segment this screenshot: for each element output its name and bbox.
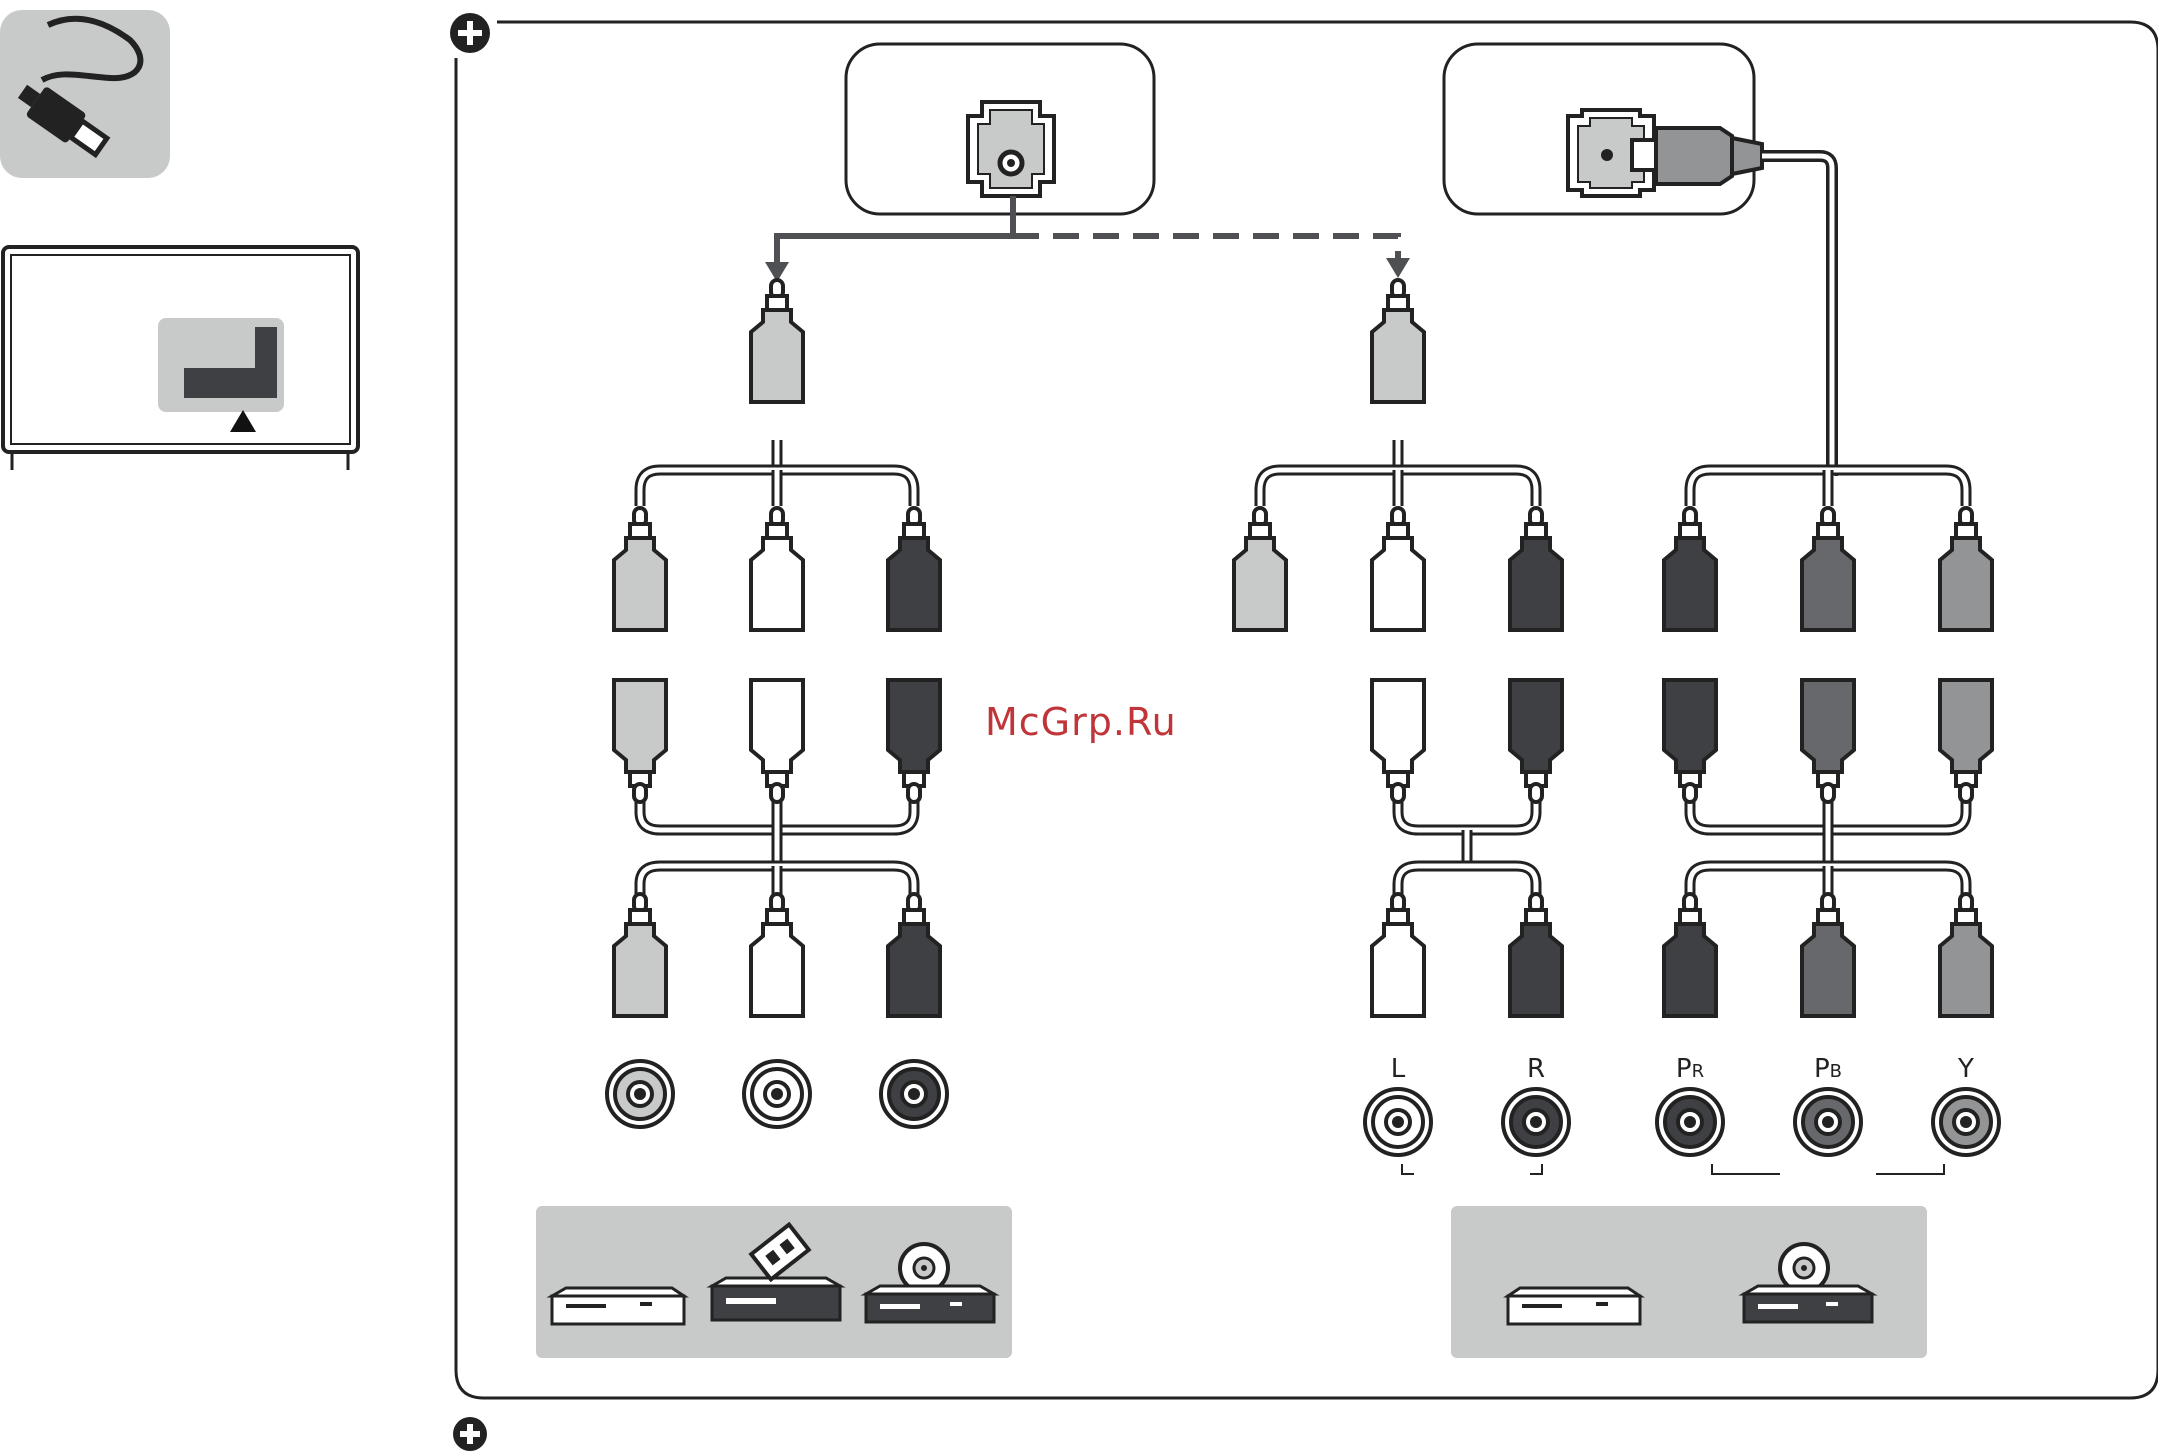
lr-plug-row2 (1510, 508, 1562, 630)
component-jack (1657, 1089, 1723, 1155)
rca-jacks (607, 1061, 1999, 1155)
jack-label-sub: B (1830, 1061, 1842, 1082)
av-jack (607, 1061, 673, 1127)
tv-icon (3, 247, 358, 470)
av-plug-row4 (888, 894, 940, 1016)
av-plug-row4 (751, 894, 803, 1016)
lr-plug-row3 (1510, 680, 1562, 802)
lr-plug-row4 (1372, 894, 1424, 1016)
av-jack (744, 1061, 810, 1127)
component-plug-row2 (1664, 508, 1716, 630)
jack-label-main: L (1391, 1054, 1406, 1084)
av-port-icon (846, 44, 1154, 214)
av-plug-row3 (614, 680, 666, 802)
component-plug-row2 (1802, 508, 1854, 630)
av-plug-top (751, 280, 803, 402)
jack-label-main: P (1814, 1054, 1830, 1084)
component-plug-row4 (1664, 894, 1716, 1016)
cable-icon (0, 10, 170, 178)
component-cable (1762, 156, 1832, 476)
diagram-frame (456, 22, 2158, 1398)
lr-plug-row2 (1234, 508, 1286, 630)
component-plug-row3 (1664, 680, 1716, 802)
component-port-icon (1444, 44, 1762, 214)
jack-group-brackets (1402, 1164, 1944, 1174)
jack-label: PR (1655, 1054, 1725, 1084)
lr-plug-row3 (1372, 680, 1424, 802)
component-plug-row3 (1940, 680, 1992, 802)
plus-icon (453, 1417, 487, 1451)
rca-plugs (614, 280, 1992, 1016)
component-plug-row4 (1802, 894, 1854, 1016)
component-plug-row3 (1802, 680, 1854, 802)
av-plug-row2 (751, 508, 803, 630)
av-plug-row2 (614, 508, 666, 630)
jack-label-main: R (1527, 1054, 1545, 1084)
component-plug-row4 (1940, 894, 1992, 1016)
watermark-text: McGrp.Ru (985, 700, 1177, 744)
component-plug-row2 (1940, 508, 1992, 630)
cable-wires (640, 440, 1966, 896)
jack-label-sub: R (1692, 1061, 1705, 1082)
av-plug-row2 (888, 508, 940, 630)
device-panel-av (536, 1206, 1012, 1358)
component-jack (1795, 1089, 1861, 1155)
plus-icon (450, 13, 490, 53)
vcr-icon (1508, 1288, 1640, 1324)
lr-plug-row4 (1510, 894, 1562, 1016)
component-jack (1365, 1089, 1431, 1155)
lr-plug-row2 (1372, 508, 1424, 630)
jack-label-main: P (1676, 1054, 1692, 1084)
av-plug-row4 (614, 894, 666, 1016)
jack-label: L (1363, 1054, 1433, 1084)
device-panel-component (1451, 1206, 1927, 1358)
jack-label: PB (1793, 1054, 1863, 1084)
vcr-icon (552, 1288, 684, 1324)
component-jack (1933, 1089, 1999, 1155)
av-plug-row3 (751, 680, 803, 802)
av-plug-top (1372, 280, 1424, 402)
jack-label: R (1501, 1054, 1571, 1084)
jack-label-main: Y (1958, 1054, 1974, 1084)
jack-label: Y (1931, 1054, 2001, 1084)
component-jack (1503, 1089, 1569, 1155)
av-plug-row3 (888, 680, 940, 802)
av-jack (881, 1061, 947, 1127)
